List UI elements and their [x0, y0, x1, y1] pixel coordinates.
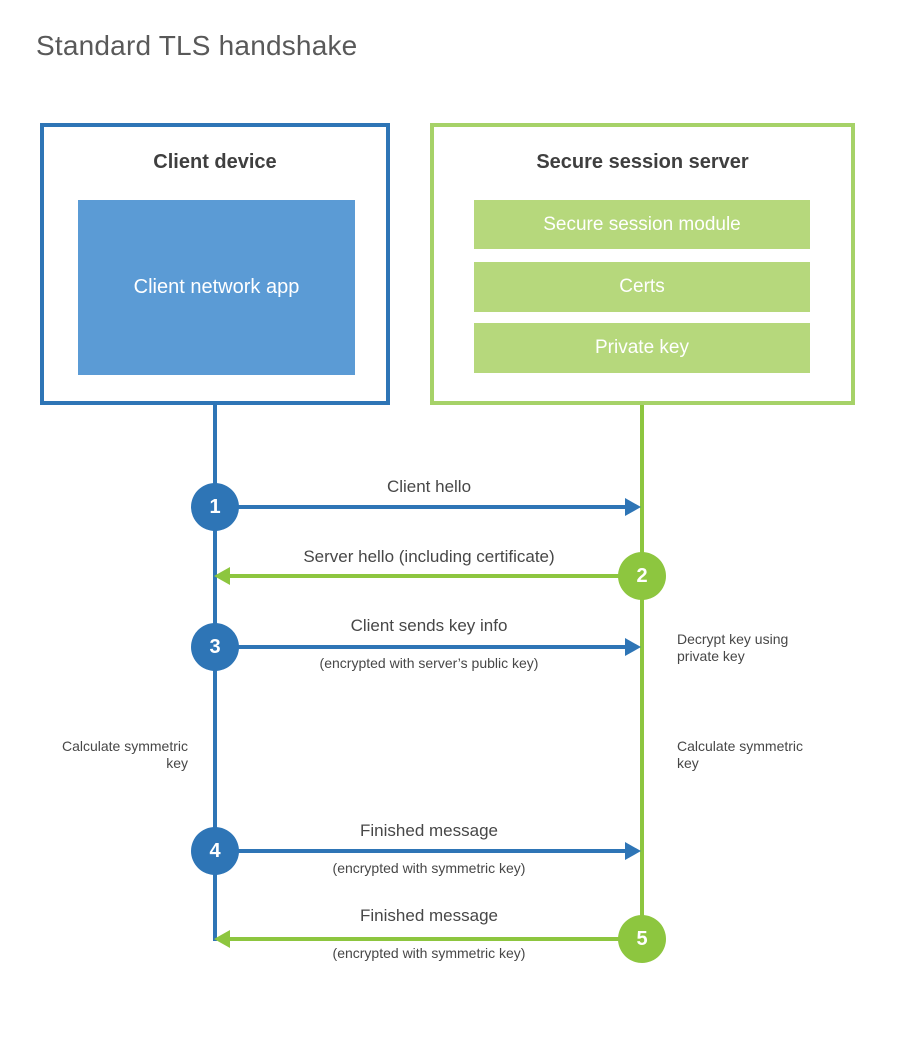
- diagram-title: Standard TLS handshake: [36, 30, 358, 61]
- step-1-arrow-shaft: [215, 505, 627, 509]
- step-5-badge: 5: [618, 915, 666, 963]
- step-5-arrow-shaft: [230, 937, 642, 941]
- calculate-symmetric-key-server-note: Calculate symmetric key: [677, 738, 804, 771]
- step-3-arrowhead-right: [625, 638, 641, 656]
- step-3-arrow-shaft: [215, 645, 627, 649]
- step-2-arrowhead-left: [214, 567, 230, 585]
- client-device-title: Client device: [153, 151, 277, 173]
- step-4-sublabel: (encrypted with symmetric key): [332, 860, 526, 876]
- server-module-secure-session: Secure session module: [474, 200, 810, 249]
- step-4-arrow-shaft: [215, 849, 627, 853]
- step-2-arrow-shaft: [230, 574, 642, 578]
- step-2-label: Server hello (including certificate): [303, 547, 555, 566]
- step-3-sublabel: (encrypted with server’s public key): [319, 655, 539, 671]
- server-lifeline: [640, 405, 644, 940]
- step-5-arrowhead-left: [214, 930, 230, 948]
- client-network-app-label: Client network app: [133, 276, 300, 298]
- calculate-symmetric-key-client-note: Calculate symmetric key: [61, 738, 188, 771]
- step-1-badge: 1: [191, 483, 239, 531]
- server-module-certs: Certs: [474, 262, 810, 312]
- client-lifeline: [213, 405, 217, 941]
- step-5-sublabel: (encrypted with symmetric key): [332, 945, 526, 961]
- step-4-label: Finished message: [360, 821, 498, 840]
- decrypt-key-note: Decrypt key using private key: [677, 631, 789, 664]
- step-1-label: Client hello: [386, 477, 472, 496]
- step-2-badge: 2: [618, 552, 666, 600]
- step-5-label: Finished message: [360, 906, 498, 925]
- step-3-label: Client sends key info: [350, 616, 508, 635]
- step-4-arrowhead-right: [625, 842, 641, 860]
- step-4-badge: 4: [191, 827, 239, 875]
- step-1-arrowhead-right: [625, 498, 641, 516]
- step-3-badge: 3: [191, 623, 239, 671]
- client-network-app-box: Client network app: [78, 200, 355, 375]
- secure-session-server-title: Secure session server: [536, 151, 749, 173]
- server-module-private-key: Private key: [474, 323, 810, 373]
